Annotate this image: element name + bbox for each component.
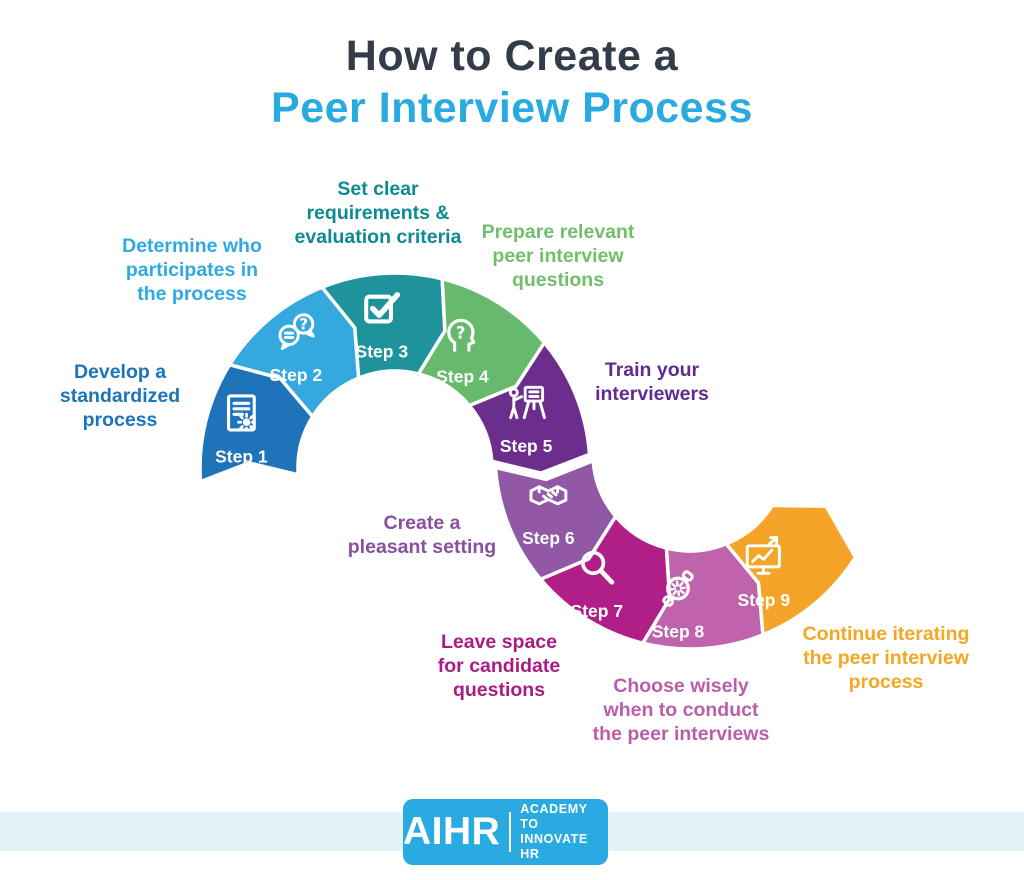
step-6-description: Create a pleasant setting (347, 512, 497, 558)
step-5-segment (467, 340, 592, 475)
step-9-description: Continue iterating the peer interview pr… (802, 623, 970, 693)
logo-tagline: ACADEMY TO INNOVATE HR (520, 802, 608, 862)
step-2-number-label: Step 2 (270, 365, 323, 385)
step-5-number-label: Step 5 (500, 436, 553, 456)
title-line-1: How to Create a (345, 32, 679, 80)
aihr-logo: AIHR ACADEMY TO INNOVATE HR (403, 799, 608, 865)
step-2-description: Determine who participates in the proces… (122, 235, 262, 305)
step-1-number-label: Step 1 (215, 446, 268, 466)
logo-tagline-line-1: ACADEMY TO (520, 802, 588, 831)
step-5-description: Train your interviewers (595, 359, 709, 405)
step-8-number-label: Step 8 (652, 622, 705, 642)
title-line-2: Peer Interview Process (271, 84, 753, 132)
logo-divider (509, 812, 512, 852)
step-9-number-label: Step 9 (738, 590, 791, 610)
step-8-description: Choose wisely when to conduct the peer i… (592, 675, 770, 745)
logo-tagline-line-2: INNOVATE HR (520, 832, 588, 861)
step-4-description: Prepare relevant peer interview question… (481, 221, 635, 291)
page-title: How to Create a Peer Interview Process (0, 30, 1024, 134)
step-6-number-label: Step 6 (522, 528, 575, 548)
step-1-description: Develop a standardized process (59, 361, 181, 431)
step-3-description: Set clear requirements & evaluation crit… (294, 178, 462, 248)
step-7-number-label: Step 7 (571, 601, 624, 621)
step-4-number-label: Step 4 (436, 367, 489, 387)
step-3-number-label: Step 3 (356, 342, 409, 362)
logo-wordmark: AIHR (403, 810, 501, 853)
step-9-segment (724, 503, 858, 637)
step-7-description: Leave space for candidate questions (437, 631, 561, 701)
